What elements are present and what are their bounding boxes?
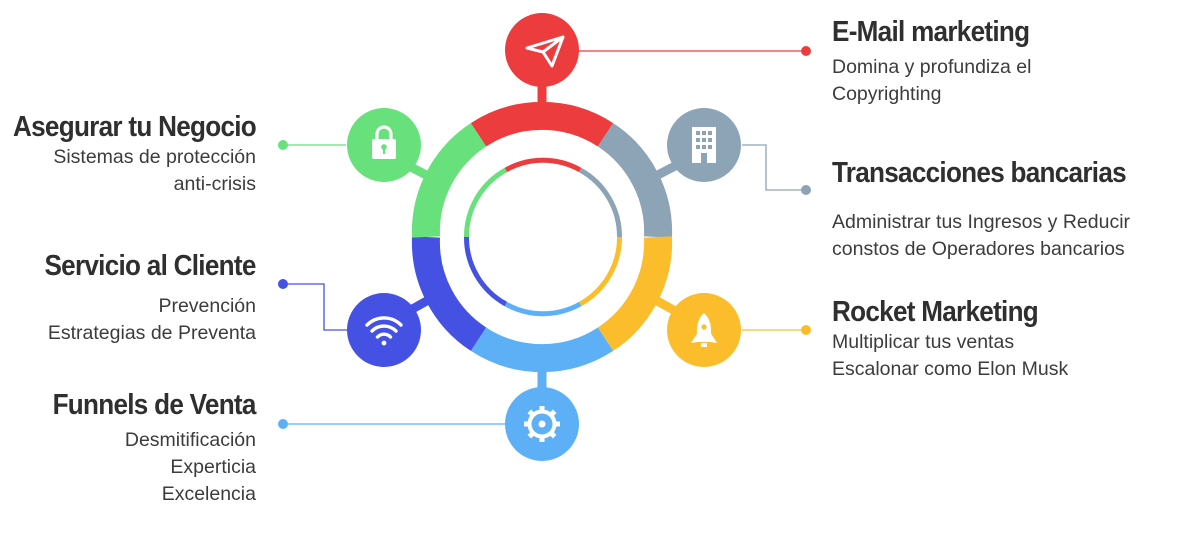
- leader-slate: [742, 144, 806, 191]
- funnels-desc-line-2: Experticia: [170, 456, 256, 478]
- connectors-stems: [404, 82, 680, 388]
- secure-desc-line-1: Sistemas de protección: [53, 146, 256, 168]
- funnels-title: Funnels de Venta: [52, 389, 257, 421]
- inner-ring-segment-slate: [578, 167, 623, 238]
- rocket-label: Rocket Marketing Multiplicar tus ventas …: [832, 295, 1068, 383]
- leader-dot-yellow: [801, 325, 811, 335]
- funnels-label: Funnels de Venta Desmitificación Experti…: [30, 388, 257, 508]
- gear-icon: [524, 406, 560, 442]
- email-desc-line-2: Copyrighting: [832, 83, 942, 105]
- outer-ring-segment-green: [411, 123, 487, 238]
- service-label: Servicio al Cliente Prevención Estrategi…: [21, 249, 257, 347]
- rocket-desc-line-2: Escalonar como Elon Musk: [832, 358, 1069, 380]
- email-label: E-Mail marketing Domina y profundiza el …: [832, 15, 1051, 108]
- outer-ring: [411, 101, 673, 373]
- rocket-desc-line-1: Multiplicar tus ventas: [832, 331, 1015, 353]
- stem-slate: [649, 161, 680, 182]
- bank-title: Transacciones bancarias: [832, 157, 1127, 189]
- lock-icon: [372, 125, 396, 159]
- secure-label: Asegurar tu Negocio Sistemas de protecci…: [0, 110, 257, 198]
- inner-ring-segment-indigo: [463, 236, 508, 307]
- rocket-node: [667, 293, 741, 367]
- bank-label: Transacciones bancarias Administrar tus …: [832, 156, 1159, 263]
- leader-lines: [278, 46, 811, 429]
- funnels-desc-line-3: Excelencia: [161, 483, 256, 505]
- inner-ring-segment-light-blue: [504, 301, 582, 317]
- inner-ring-segment-yellow: [578, 236, 623, 307]
- rocket-icon: [691, 313, 717, 347]
- rocket-title: Rocket Marketing: [832, 296, 1039, 328]
- email-title: E-Mail marketing: [832, 16, 1030, 48]
- stem-yellow: [649, 294, 680, 316]
- leader-indigo: [283, 283, 347, 331]
- building-icon: [692, 127, 716, 163]
- funnels-node: [505, 387, 579, 461]
- email-desc-line-1: Domina y profundiza el: [832, 56, 1032, 78]
- inner-ring-segment-red: [504, 157, 582, 173]
- leader-dot-light-blue: [278, 419, 288, 429]
- leader-dot-slate: [801, 185, 811, 195]
- paper-plane-icon: [525, 35, 565, 68]
- outer-ring-segment-slate: [597, 123, 673, 238]
- bank-desc-line-2: constos de Operadores bancarios: [832, 238, 1125, 260]
- funnels-desc-line-1: Desmitificación: [124, 429, 256, 451]
- leader-dot-green: [278, 140, 288, 150]
- secure-desc-line-2: anti-crisis: [173, 173, 256, 195]
- inner-ring: [463, 157, 623, 317]
- bank-desc-line-1: Administrar tus Ingresos y Reducir: [832, 211, 1131, 233]
- leader-dot-indigo: [278, 279, 288, 289]
- outer-ring-segment-yellow: [597, 236, 673, 351]
- secure-title: Asegurar tu Negocio: [12, 111, 257, 143]
- service-node: [347, 293, 421, 367]
- service-desc-line-2: Estrategias de Preventa: [47, 322, 256, 344]
- outer-ring-segment-indigo: [411, 236, 487, 351]
- secure-node: [347, 108, 421, 182]
- bank-node: [667, 108, 741, 182]
- service-title: Servicio al Cliente: [44, 250, 257, 282]
- service-desc-line-1: Prevención: [158, 295, 256, 317]
- leader-dot-red: [801, 46, 811, 56]
- email-node: [505, 13, 579, 87]
- inner-ring-segment-green: [463, 167, 508, 238]
- wifi-icon: [365, 316, 403, 346]
